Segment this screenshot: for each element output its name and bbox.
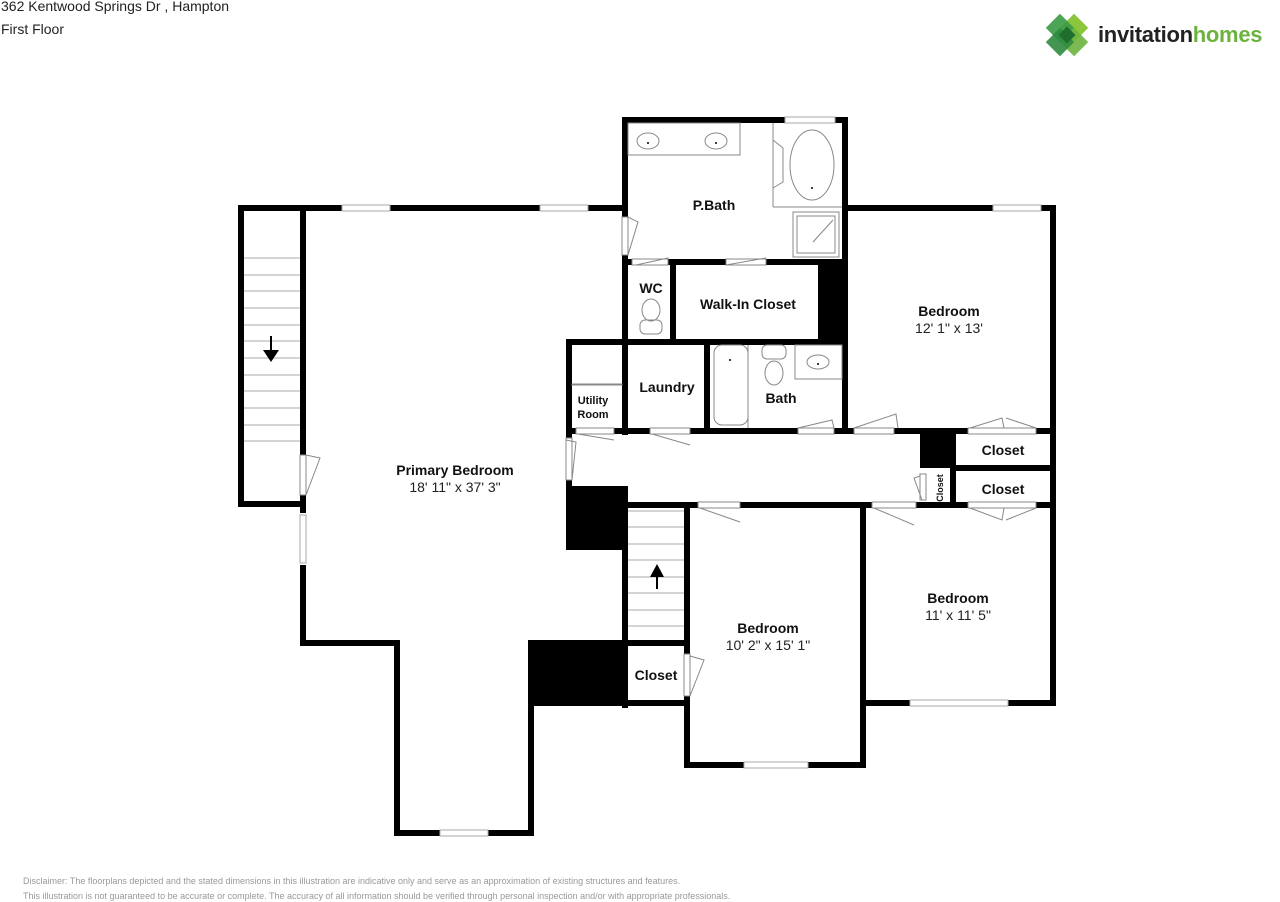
room-label-closet-1: Closet: [982, 442, 1025, 458]
room-label-laundry: Laundry: [639, 379, 694, 395]
stairs-down-arrow-icon: [263, 336, 279, 362]
room-label-bath: Bath: [765, 390, 796, 406]
room-label-wc: WC: [639, 280, 662, 296]
room-dims-bedroom-s: 10' 2" x 15' 1": [726, 637, 811, 653]
room-label-utility-2: Room: [577, 409, 608, 421]
logo-mark-icon: [1045, 13, 1089, 57]
fixtures: [571, 122, 843, 428]
windows: [299, 116, 1042, 837]
room-label-pbath: P.Bath: [693, 197, 736, 213]
room-label-utility: Utility: [578, 395, 609, 407]
room-label-closet-small: Closet: [935, 474, 945, 502]
room-dims-primary-bedroom: 18' 11" x 37' 3": [409, 479, 500, 495]
room-dims-bedroom-ne: 12' 1" x 13': [915, 320, 983, 336]
room-dims-bedroom-se: 11' x 11' 5": [925, 607, 991, 623]
stairs-up-arrow-icon: [650, 564, 664, 589]
room-label-primary-bedroom: Primary Bedroom: [396, 462, 513, 478]
room-label-closet-3: Closet: [635, 667, 678, 683]
disclaimer-line-2: This illustration is not guaranteed to b…: [23, 891, 731, 901]
room-label-walkin-closet: Walk-In Closet: [700, 296, 796, 312]
room-label-bedroom-ne: Bedroom: [918, 303, 979, 319]
floor-label: First Floor: [1, 21, 64, 37]
property-address: 362 Kentwood Springs Dr , Hampton: [1, 0, 230, 14]
stairs-up: [628, 510, 684, 627]
room-label-bedroom-se: Bedroom: [927, 590, 988, 606]
stairs-down: [244, 257, 300, 442]
room-label-bedroom-s: Bedroom: [737, 620, 798, 636]
logo-wordmark: invitationhomes: [1098, 22, 1263, 47]
room-label-closet-2: Closet: [982, 481, 1025, 497]
walls: [238, 117, 1056, 836]
invitation-homes-logo: invitationhomes: [1044, 12, 1263, 58]
disclaimer-line-1: Disclaimer: The floorplans depicted and …: [23, 876, 681, 886]
doors: [299, 216, 1037, 697]
